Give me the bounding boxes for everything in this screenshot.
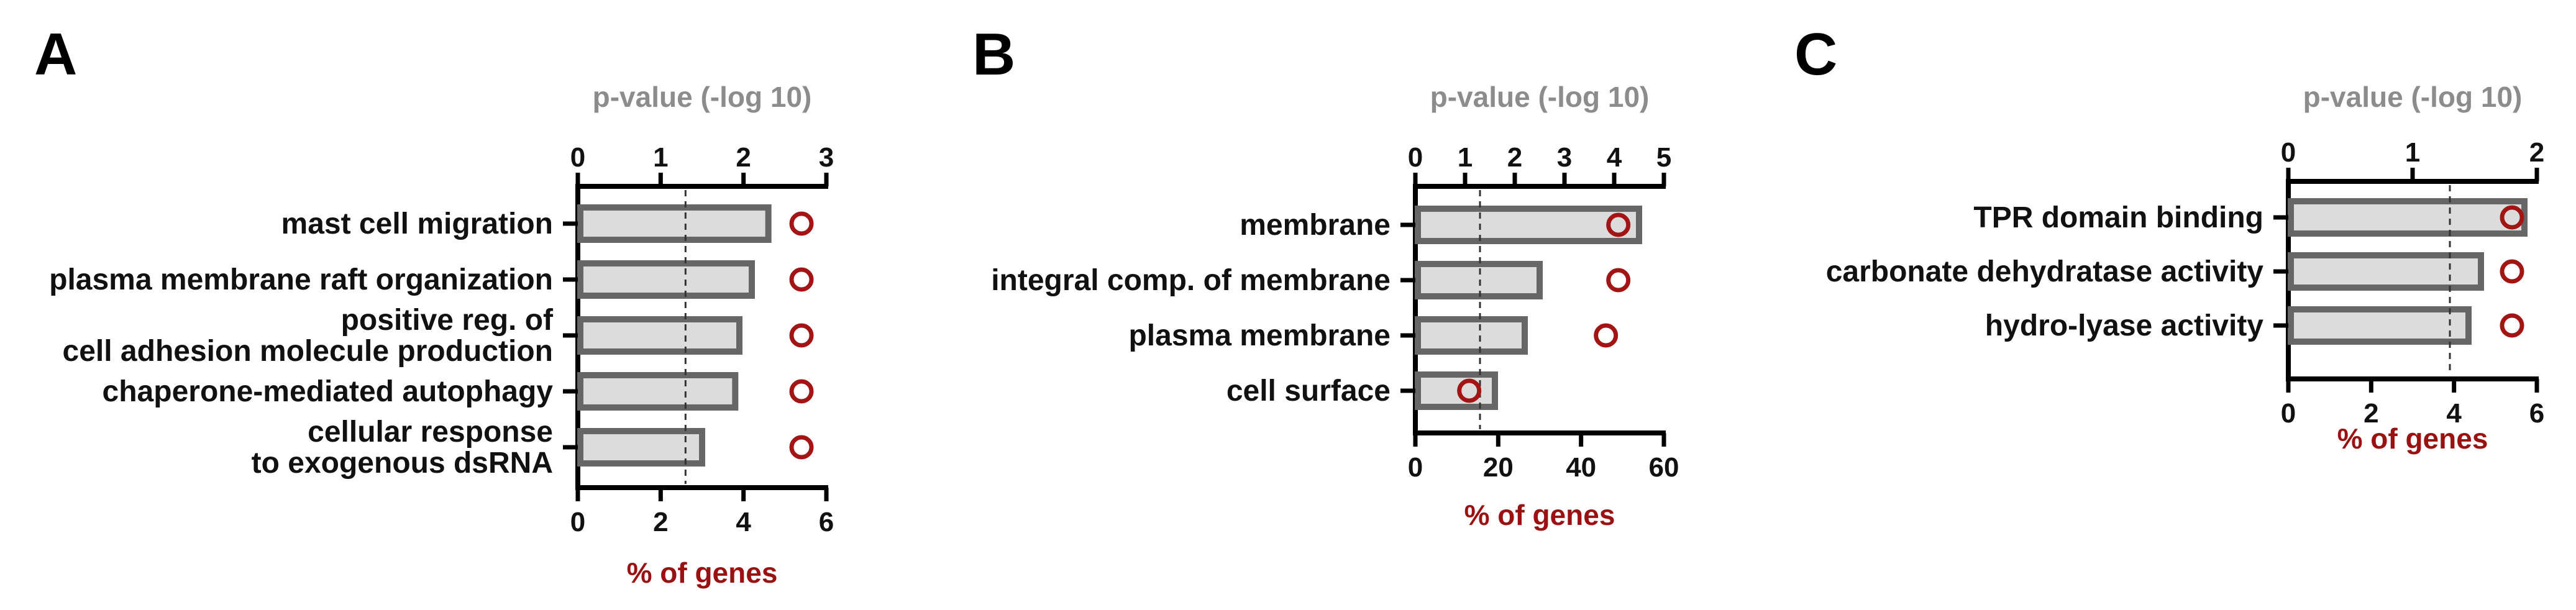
bottom-axis-tick-label: 0 xyxy=(570,507,585,537)
top-axis-tick-label: 0 xyxy=(570,142,585,173)
category-label: plasma membrane raft organization xyxy=(49,263,553,296)
percent-genes-point xyxy=(1606,268,1631,293)
top-axis-title: p-value (-log 10) xyxy=(593,81,812,113)
bottom-axis-tick-label: 2 xyxy=(2364,398,2378,429)
percent-genes-point xyxy=(789,379,814,404)
percent-genes-point xyxy=(789,435,814,460)
bottom-axis-title: % of genes xyxy=(1464,499,1615,531)
percent-genes-point xyxy=(789,323,814,348)
pvalue-bar xyxy=(577,316,742,355)
pvalue-bar xyxy=(577,372,739,411)
bottom-axis-tick-label: 40 xyxy=(1566,452,1596,483)
top-axis-tick-label: 3 xyxy=(819,142,834,173)
pvalue-bar xyxy=(2288,306,2472,345)
category-label: carbonate dehydratase activity xyxy=(1826,255,2264,288)
percent-genes-point xyxy=(2500,259,2524,284)
category-label: TPR domain binding xyxy=(1973,201,2263,234)
category-label: cell adhesion molecule production xyxy=(63,335,553,368)
bottom-axis-tick-label: 4 xyxy=(2446,398,2462,429)
bottom-axis-tick-label: 4 xyxy=(736,507,751,537)
bottom-axis-title: % of genes xyxy=(627,557,778,589)
percent-genes-point xyxy=(789,211,814,236)
top-axis-tick-label: 1 xyxy=(2405,137,2420,168)
top-axis-tick-label: 2 xyxy=(736,142,751,173)
category-label: cellular response xyxy=(308,416,553,448)
panel-letter: A xyxy=(34,21,77,88)
category-label: hydro-lyase activity xyxy=(1985,309,2264,342)
pvalue-bar xyxy=(577,428,705,467)
category-label: integral comp. of membrane xyxy=(991,264,1391,297)
category-label: chaperone-mediated autophagy xyxy=(103,375,554,408)
percent-genes-point xyxy=(1457,378,1482,403)
bottom-axis-tick-label: 0 xyxy=(1408,452,1423,483)
percent-genes-point xyxy=(1606,212,1631,237)
pvalue-bar xyxy=(1415,206,1642,244)
pvalue-bar xyxy=(577,260,755,299)
pvalue-bar xyxy=(2288,198,2528,237)
panel-letter: B xyxy=(972,21,1015,88)
percent-genes-point xyxy=(2500,205,2524,230)
category-label: membrane xyxy=(1240,209,1391,242)
pvalue-bar xyxy=(1415,261,1543,299)
percent-genes-point xyxy=(789,267,814,292)
pvalue-bar xyxy=(2288,252,2484,291)
bottom-axis-title: % of genes xyxy=(2337,422,2488,455)
pvalue-bar xyxy=(1415,316,1528,355)
percent-genes-point xyxy=(1594,323,1619,348)
category-label: mast cell migration xyxy=(281,207,553,240)
top-axis-tick-label: 5 xyxy=(1656,142,1671,173)
bottom-axis-tick-label: 0 xyxy=(2281,398,2296,429)
panel-a: Ap-value (-log 10) 0 1 2 3 0 2 4 6 % of genes mast… xyxy=(34,21,834,589)
category-label: cell surface xyxy=(1226,375,1391,407)
top-axis-tick-label: 0 xyxy=(1408,142,1423,173)
category-label: plasma membrane xyxy=(1128,319,1391,352)
panel-letter: C xyxy=(1794,21,1837,88)
top-axis-tick-label: 3 xyxy=(1557,142,1572,173)
category-label: positive reg. of xyxy=(341,304,554,337)
top-axis-title: p-value (-log 10) xyxy=(1430,81,1650,113)
bottom-axis-tick-label: 2 xyxy=(653,507,668,537)
top-axis-tick-label: 2 xyxy=(1507,142,1522,173)
top-axis-tick-label: 1 xyxy=(1458,142,1473,173)
top-axis-tick-label: 4 xyxy=(1607,142,1622,173)
top-axis-tick-label: 0 xyxy=(2281,137,2296,168)
percent-genes-point xyxy=(2500,313,2524,338)
pvalue-bar xyxy=(577,204,772,243)
pvalue-bar xyxy=(1415,371,1498,410)
bottom-axis-tick-label: 20 xyxy=(1483,452,1514,483)
bottom-axis-tick-label: 6 xyxy=(2529,398,2544,429)
bottom-axis-tick-label: 6 xyxy=(819,507,834,537)
category-label: to exogenous dsRNA xyxy=(252,447,553,480)
top-axis-tick-label: 1 xyxy=(653,142,668,173)
top-axis-title: p-value (-log 10) xyxy=(2303,81,2523,113)
bottom-axis-tick-label: 60 xyxy=(1649,452,1679,483)
top-axis-tick-label: 2 xyxy=(2529,137,2544,168)
